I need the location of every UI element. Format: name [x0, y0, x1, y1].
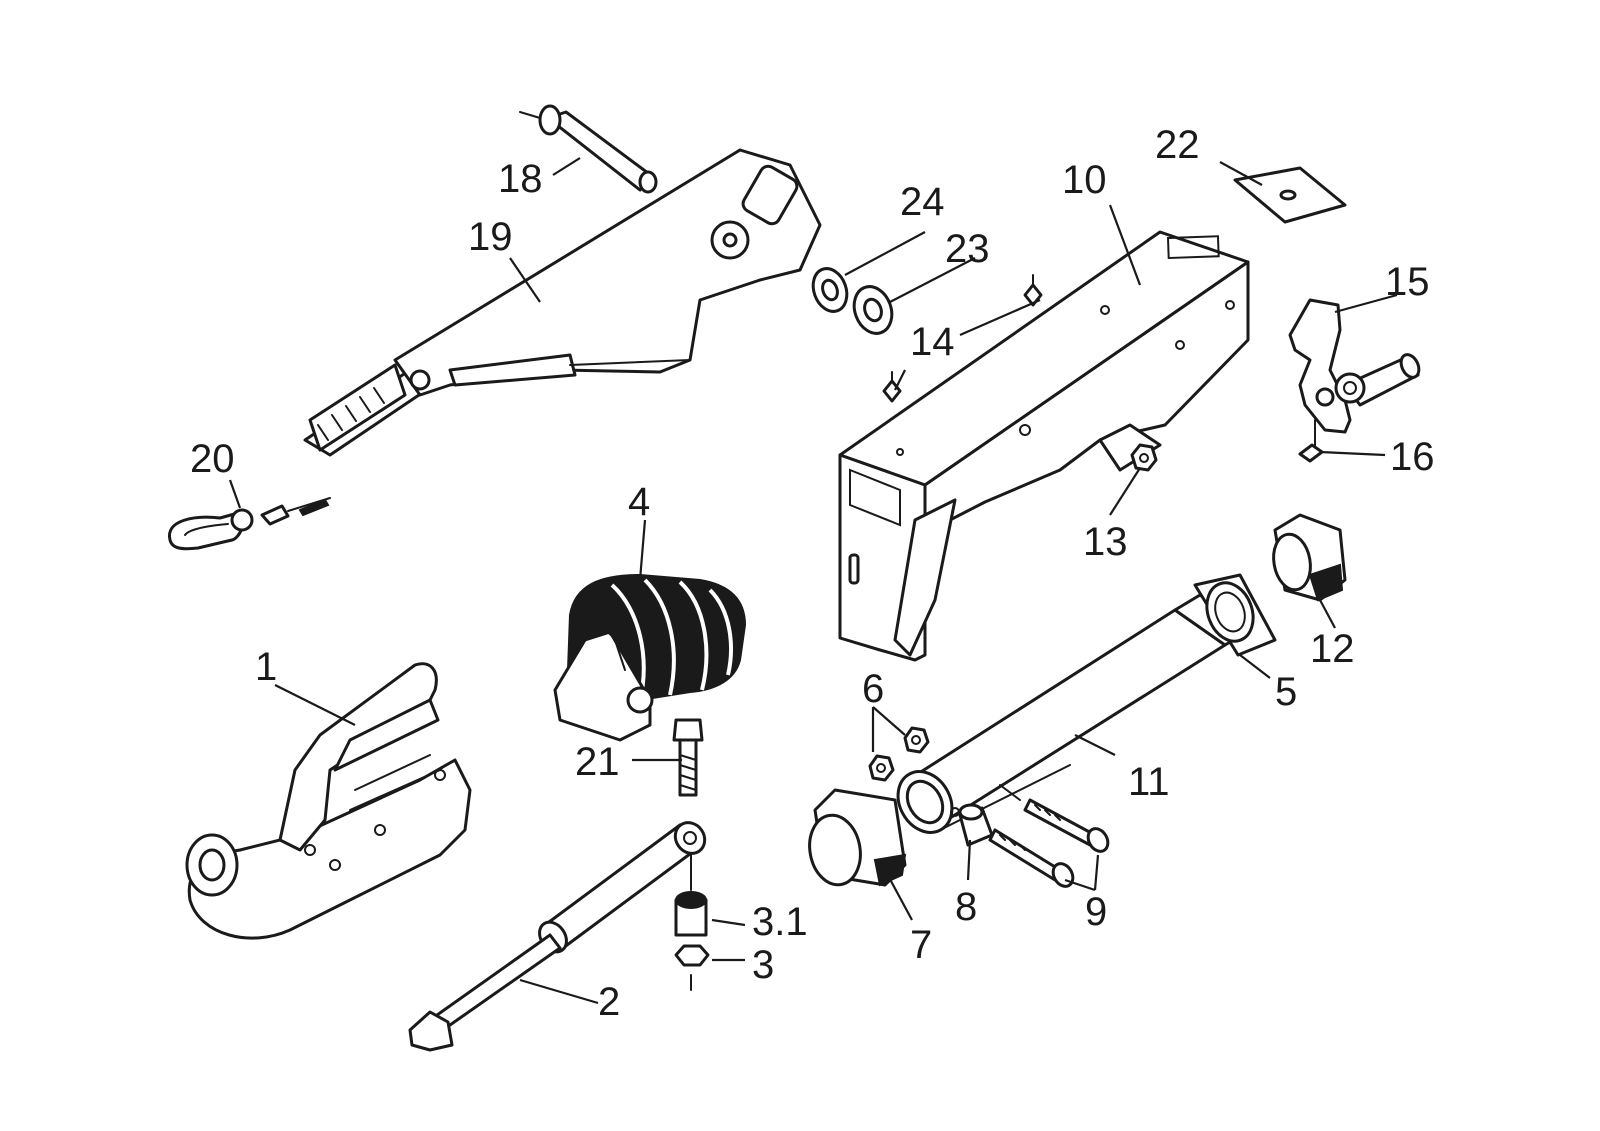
callout-19: 19	[468, 215, 513, 259]
part-9-bolt-lower	[988, 828, 1075, 888]
callout-15: 15	[1385, 260, 1430, 304]
part-21-bolt	[672, 718, 704, 797]
callout-16: 16	[1390, 435, 1435, 479]
part-14-grease-nipple-upper	[1023, 274, 1043, 307]
callout-4: 4	[628, 480, 650, 524]
part-22-plate	[1233, 166, 1347, 224]
part-6-nut-upper	[903, 726, 930, 754]
callout-18: 18	[498, 157, 543, 201]
part-11-drawbar-tube	[896, 593, 1252, 834]
part-13-nut	[1130, 443, 1158, 472]
part-10-drawbar-housing	[838, 230, 1250, 662]
part-3-1-spacer	[674, 854, 708, 937]
callout-10: 10	[1062, 158, 1107, 202]
part-15-lever	[1288, 298, 1421, 434]
leader-lines	[228, 157, 1398, 1005]
part-5-flange	[1193, 573, 1277, 657]
part-9-bolt-upper	[999, 784, 1110, 853]
part-18-pin	[519, 104, 658, 194]
part-20-breakaway-cable	[168, 497, 331, 551]
callout-6: 6	[862, 667, 884, 711]
callout-labels: 18 19 24 23 22 10 14 15 16 20 13 4 12 1 …	[190, 123, 1435, 1024]
callout-13: 13	[1083, 520, 1128, 564]
part-3-nut	[674, 944, 710, 991]
part-19-handbrake-lever	[303, 148, 822, 457]
callout-11: 11	[1128, 760, 1170, 804]
callout-12: 12	[1310, 627, 1355, 671]
callout-22: 22	[1155, 123, 1200, 167]
callout-8: 8	[955, 885, 977, 929]
part-12-bushing-block	[1272, 513, 1347, 602]
callout-9: 9	[1085, 890, 1107, 934]
callout-7: 7	[910, 923, 932, 967]
part-23-washer	[852, 285, 894, 335]
callout-20: 20	[190, 437, 235, 481]
part-8-sleeve	[950, 803, 994, 847]
part-24-washer	[811, 267, 849, 313]
callout-23: 23	[945, 227, 990, 271]
callout-3: 3	[752, 943, 774, 987]
part-2-damper	[408, 821, 707, 1052]
callout-21: 21	[575, 740, 620, 784]
callout-3-1: 3.1	[752, 900, 808, 944]
part-7-bushing-block	[808, 788, 907, 887]
callout-2: 2	[598, 980, 620, 1024]
callout-24: 24	[900, 180, 945, 224]
callout-14: 14	[910, 320, 955, 364]
part-4-bellows	[553, 573, 747, 742]
callout-1: 1	[255, 645, 277, 689]
callout-5: 5	[1275, 670, 1297, 714]
part-16-pin	[1298, 419, 1324, 463]
part-1-coupling-head	[185, 662, 472, 940]
part-6-nut-lower	[868, 754, 895, 782]
